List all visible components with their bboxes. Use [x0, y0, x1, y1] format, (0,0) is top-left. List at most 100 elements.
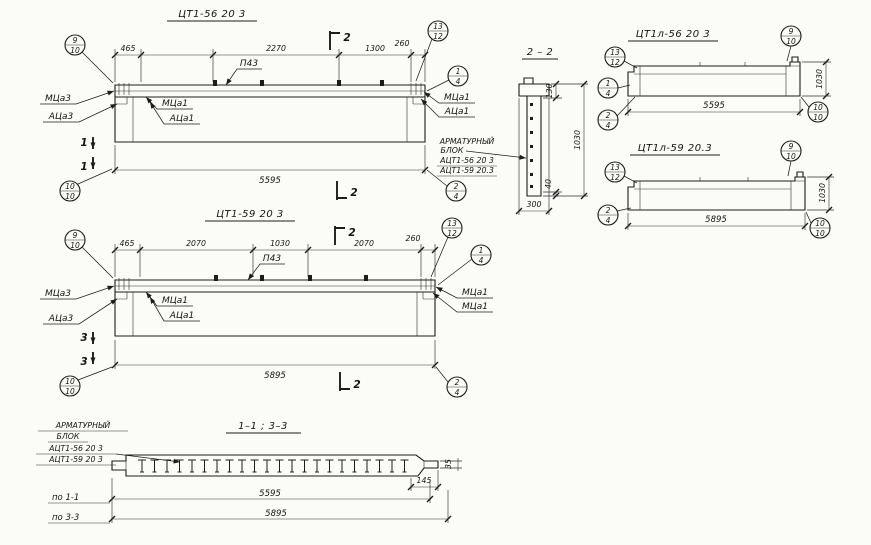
dimension-ticks [111, 51, 429, 59]
note-line: АЦТ1-59 20.3 [439, 166, 494, 175]
ref-bottom: 10 [65, 192, 75, 201]
dim-label: 300 [527, 200, 542, 209]
ref-top: 13 [447, 219, 457, 228]
part-label: МЦа1 [162, 296, 188, 306]
bubble-leaders [616, 45, 810, 117]
beam-outline [114, 279, 436, 337]
ref-bubble: 10 10 [809, 217, 831, 239]
note-line: АЦТ1-56 20 3 [48, 444, 103, 453]
dim-label: 465 [120, 239, 135, 248]
row-label: по 3-3 [52, 513, 79, 523]
section-mark-2-bottom [336, 181, 347, 200]
dim-label: 2070 [186, 239, 206, 248]
ref-bottom: 4 [479, 256, 484, 265]
dimension-ticks [111, 361, 439, 369]
part-label: АЦа1 [169, 311, 194, 321]
dim-label-length: 5895 [265, 509, 287, 519]
ref-top: 10 [813, 103, 823, 112]
ref-bottom: 10 [65, 387, 75, 396]
section-mark-2-top [334, 226, 345, 245]
ref-top: 10 [65, 182, 75, 191]
section-number: 2 [343, 32, 350, 44]
ref-top: 1 [606, 79, 611, 88]
note-line: АЦТ1-56 20 3 [439, 156, 494, 165]
ref-top: 9 [73, 36, 78, 45]
ref-bottom: 4 [606, 121, 611, 130]
ref-top: 1 [479, 246, 484, 255]
section-number: 2 [348, 227, 355, 239]
top-plate-nub [523, 77, 534, 85]
plan-ct1l-59: ЦТ1л-59 20.3 5895 1030 13 12 2 4 [597, 140, 834, 239]
leader-line [40, 285, 115, 300]
deck-panel-label: П43 [240, 59, 258, 69]
ref-top: 13 [610, 163, 620, 172]
section-title: 2 – 2 [527, 47, 554, 58]
ref-bottom: 10 [70, 46, 80, 55]
leader-line [43, 298, 118, 325]
ref-bottom: 4 [456, 77, 461, 86]
leader-line [40, 90, 115, 105]
beam-outline [114, 84, 426, 143]
bubble-leaders [77, 38, 450, 187]
extension-lines [627, 213, 806, 230]
drawing-title: ЦТ1-59 20 3 [216, 209, 284, 220]
note-line: АРМАТУРНЫЙ [439, 137, 495, 146]
ref-bottom: 10 [786, 37, 796, 46]
section-2-2: 2 – 2 130 40 1030 300 АРМАТУРНЫЙ БЛОК АЦ… [437, 47, 588, 215]
dim-label: 1030 [573, 130, 582, 150]
end-nub [791, 56, 799, 63]
leader-line [43, 103, 118, 123]
beam-outline [627, 61, 801, 97]
ref-bottom: 4 [455, 388, 460, 397]
part-label: МЦа3 [45, 289, 71, 299]
ref-top: 1 [456, 67, 461, 76]
section-title: 1–1 ; 3–3 [238, 421, 288, 432]
dimension-ticks [111, 246, 439, 254]
dimension-ticks [108, 495, 434, 503]
drawing-title: ЦТ1-56 20 3 [178, 9, 246, 20]
ref-bubble: 10 10 [807, 101, 829, 123]
section-number: 2 [350, 187, 357, 199]
elevation-ct1-59: ЦТ1-59 20 3 465 2070 1030 2070 260 5895 … [40, 209, 493, 398]
section-mark-2-bottom [339, 372, 350, 391]
part-label: АЦа1 [169, 114, 194, 124]
ref-bubble: 13 12 [604, 46, 626, 68]
extension-lines [114, 340, 436, 369]
ref-bubble: 13 12 [604, 161, 626, 183]
dim-label-length: 5595 [259, 489, 281, 499]
dim-label-length: 5895 [264, 371, 286, 381]
ref-top: 2 [606, 111, 611, 120]
dimension-ticks [407, 483, 442, 491]
row-label: по 1-1 [52, 493, 79, 503]
ref-bubble: 2 4 [597, 109, 619, 131]
ref-top: 13 [610, 48, 620, 57]
ref-top: 9 [789, 142, 794, 151]
dim-label-length: 5595 [259, 176, 281, 186]
dim-label: 1300 [365, 44, 385, 53]
ref-top: 2 [455, 378, 460, 387]
part-label: МЦа1 [462, 302, 488, 312]
leader-line [145, 291, 193, 307]
dimension-ticks [624, 108, 804, 116]
extension-lines [114, 49, 426, 82]
leader-line [420, 98, 475, 118]
bubble-leaders [616, 160, 812, 224]
extension-lines [114, 145, 426, 174]
dimension-ticks [825, 173, 833, 214]
ref-bottom: 12 [447, 229, 457, 238]
dim-label-height: 1030 [815, 69, 824, 89]
ref-bubble: 9 10 [780, 140, 802, 162]
part-label: АЦа1 [444, 107, 469, 117]
dim-label-height: 1030 [818, 183, 827, 203]
dim-label: 35 [444, 459, 453, 469]
ref-bubble: 13 12 [427, 20, 449, 42]
section-number: 2 [353, 379, 360, 391]
slab-inner-lines [125, 461, 425, 470]
dimension-ticks [822, 58, 830, 100]
end-anchor-ticks [118, 83, 422, 95]
leader-line [247, 263, 285, 281]
ref-top: 2 [606, 206, 611, 215]
part-label: АЦа3 [48, 112, 74, 122]
dim-label: 130 [545, 84, 554, 99]
